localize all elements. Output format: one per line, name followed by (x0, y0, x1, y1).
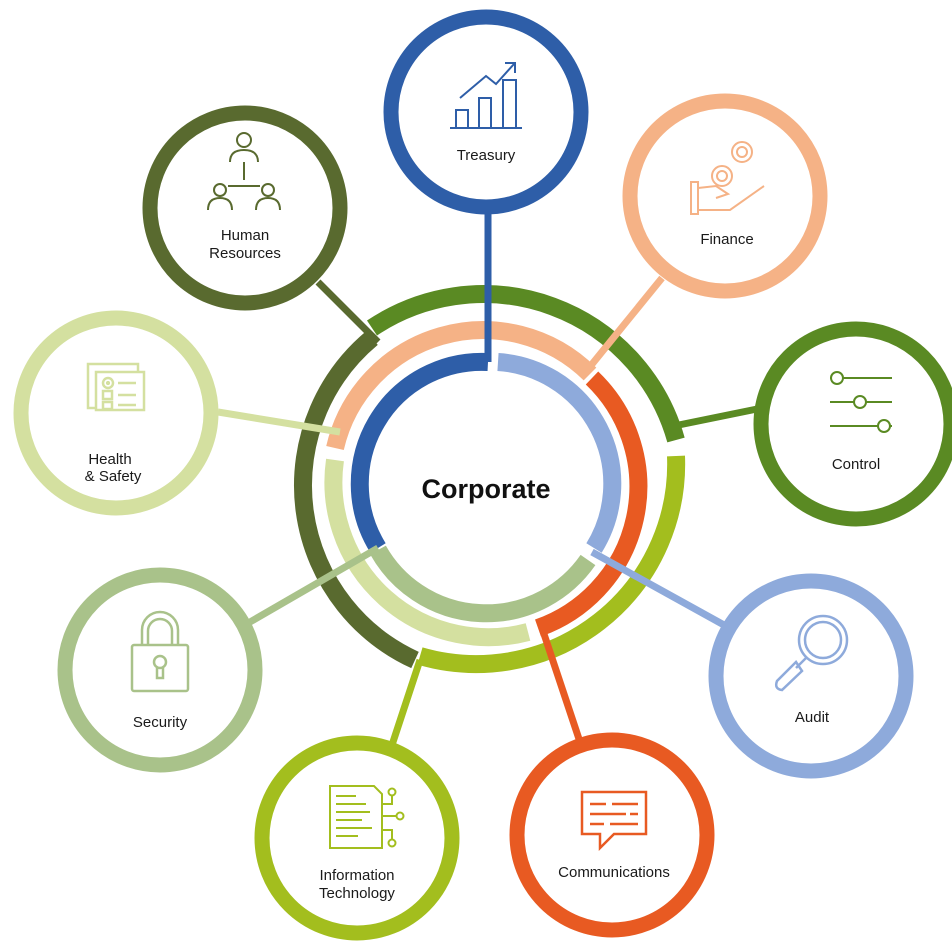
ring-arc-human-resources (293, 331, 419, 669)
ring-arc-security (370, 545, 596, 623)
node-ring (753, 321, 952, 527)
magnifier-icon (774, 614, 849, 692)
node-audit: Audit (708, 573, 914, 779)
ring-arc-audit (497, 353, 622, 553)
bar-chart-growth-icon (450, 62, 522, 129)
node-security: Security (57, 567, 263, 773)
node-ring (254, 735, 460, 941)
node-label-health-safety: Health& Safety (85, 451, 142, 485)
connector-information-technology (388, 658, 424, 747)
connector-health-safety (217, 408, 341, 436)
center-circle (374, 376, 598, 600)
node-label-control: Control (832, 456, 880, 473)
ring-arc-control (366, 285, 685, 443)
org-chart-people-icon (207, 132, 281, 211)
connector-control (663, 404, 763, 432)
node-label-audit: Audit (795, 709, 830, 726)
node-label-treasury: Treasury (457, 147, 516, 164)
ring-arc-treasury (350, 352, 489, 553)
central-rings (293, 285, 686, 674)
ring-arc-health-safety (324, 458, 531, 647)
checklist-document-icon (86, 362, 146, 412)
node-health-safety: Health& Safety (13, 310, 219, 516)
node-label-security: Security (133, 714, 188, 731)
node-ring (57, 567, 263, 773)
center-label: Corporate (421, 474, 550, 504)
node-control: Control (753, 321, 952, 527)
hand-coins-icon (690, 141, 765, 215)
ring-arc-information-technology (417, 455, 686, 674)
ring-arc-finance (326, 321, 597, 451)
connector-human-resources (315, 279, 381, 345)
document-network-icon (329, 785, 405, 849)
speech-bubble-icon (580, 790, 648, 852)
connector-finance (581, 275, 665, 377)
connector-audit (590, 548, 726, 629)
node-communications: Communications (509, 732, 715, 938)
node-label-finance: Finance (700, 231, 753, 248)
connector-security (248, 544, 380, 626)
ring-arc-communications (535, 371, 648, 637)
node-label-communications: Communications (558, 864, 670, 881)
sliders-icon (830, 371, 892, 433)
connectors (217, 205, 763, 747)
node-ring (383, 9, 589, 215)
node-ring (142, 105, 348, 311)
node-ring (708, 573, 914, 779)
node-finance: Finance (622, 93, 828, 299)
node-ring (13, 310, 219, 516)
connector-communications (536, 620, 584, 744)
padlock-icon (130, 610, 190, 693)
node-treasury: Treasury (383, 9, 589, 215)
